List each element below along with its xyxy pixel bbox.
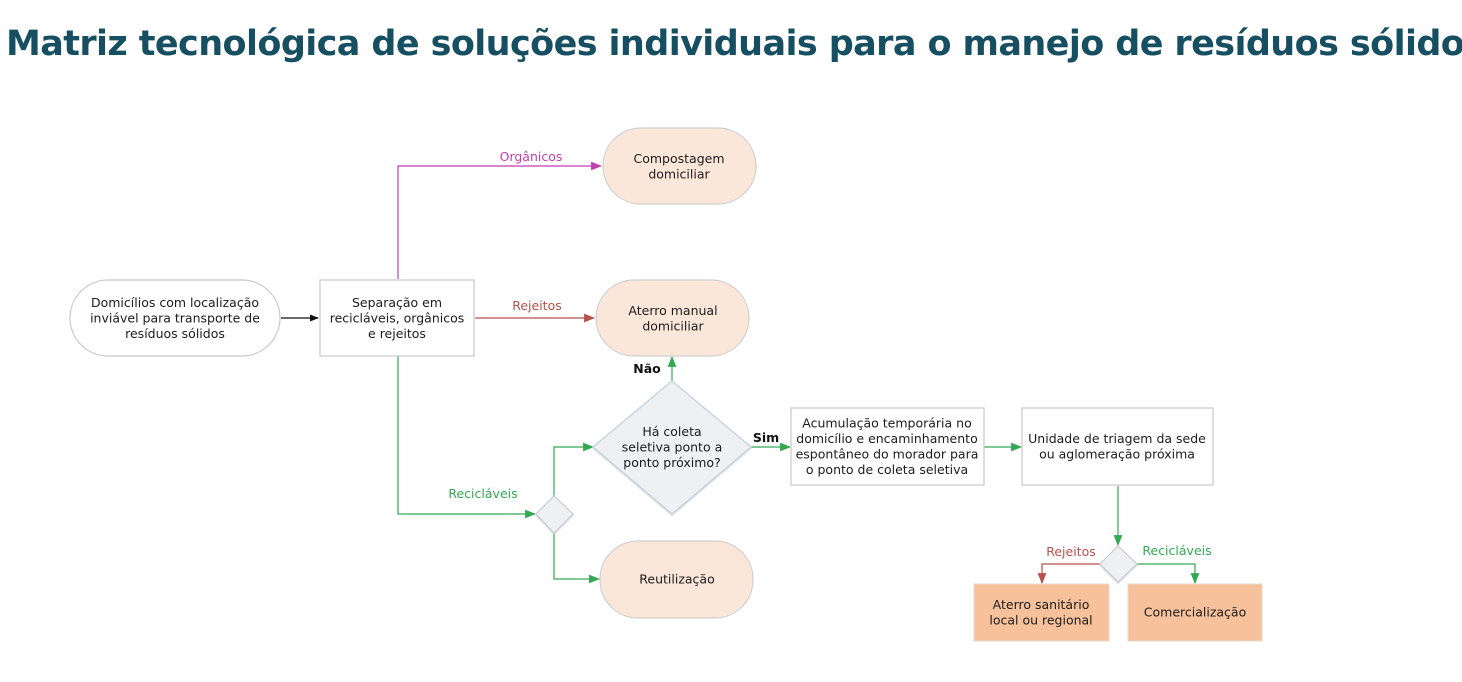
edge-organicos bbox=[397, 161, 603, 279]
edge-rejeitos-bottom bbox=[1037, 563, 1100, 585]
node-text-line: Reutilização bbox=[639, 572, 714, 587]
node-reutilizacao: Reutilização bbox=[599, 540, 754, 619]
label-reciclaveis-bottom: Recicláveis bbox=[1142, 543, 1211, 558]
edges bbox=[281, 161, 1200, 585]
node-text-line: Aterro manual bbox=[628, 303, 717, 318]
node-text-line: Unidade de triagem da sede bbox=[1028, 431, 1206, 446]
label-reciclaveis-left: Recicláveis bbox=[448, 486, 517, 501]
node-text-line: Comercialização bbox=[1144, 605, 1246, 620]
node-text-line: Domicílios com localização bbox=[91, 295, 259, 310]
node-text-line: Compostagem bbox=[633, 151, 724, 166]
node-junction-right bbox=[1099, 545, 1138, 583]
edge-diamond-reutilizacao bbox=[553, 532, 601, 584]
node-text-line: Aterro sanitário bbox=[993, 597, 1090, 612]
node-text-line: seletiva ponto a bbox=[622, 440, 722, 455]
node-text-line: domiciliar bbox=[648, 166, 710, 181]
label-nao: Não bbox=[633, 361, 661, 376]
node-text-line: espontâneo do morador para bbox=[796, 446, 979, 461]
edge-reciclaveis-left bbox=[397, 356, 537, 519]
label-rejeitos-top: Rejeitos bbox=[512, 298, 562, 313]
node-text-line: e rejeitos bbox=[368, 326, 426, 341]
edge-diamond-decision bbox=[553, 442, 595, 496]
node-text-line: domiciliar bbox=[642, 318, 704, 333]
label-sim: Sim bbox=[753, 430, 779, 445]
node-comercializacao: Comercialização bbox=[1127, 583, 1263, 642]
node-text-line: recicláveis, orgânicos bbox=[330, 311, 465, 326]
node-text: Comercialização bbox=[1144, 605, 1246, 620]
node-text-line: resíduos sólidos bbox=[125, 326, 225, 341]
node-text-line: inviável para transporte de bbox=[90, 311, 260, 326]
node-text-line: Acumulação temporária no bbox=[802, 415, 971, 430]
label-rejeitos-bottom: Rejeitos bbox=[1046, 544, 1096, 559]
node-text-line: local ou regional bbox=[989, 612, 1092, 627]
node-text: Reutilização bbox=[639, 572, 714, 587]
node-text-line: o ponto de coleta seletiva bbox=[806, 462, 968, 477]
node-text-line: Há coleta bbox=[642, 424, 701, 439]
node-text-line: ou aglomeração próxima bbox=[1039, 446, 1195, 461]
node-text-line: domicílio e encaminhamento bbox=[796, 431, 977, 446]
node-text-line: ponto próximo? bbox=[623, 455, 720, 470]
edge-reciclaveis-bottom bbox=[1137, 563, 1200, 585]
label-organicos: Orgânicos bbox=[500, 149, 563, 164]
node-junction-left bbox=[535, 495, 574, 534]
node-text-line: Separação em bbox=[352, 295, 442, 310]
page-title: Matriz tecnológica de soluções individua… bbox=[6, 24, 1462, 64]
